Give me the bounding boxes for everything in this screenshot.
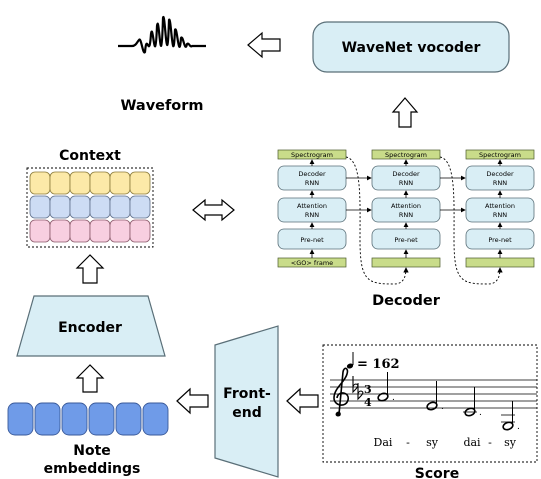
go-frame-label: <GO> frame (291, 259, 333, 267)
score-sheet: . . . . (322, 344, 538, 463)
decoder-column-2: Spectrogram Decoder RNN Attention RNN Pr… (371, 149, 441, 268)
decoder-rnn-label-3b: RNN (493, 179, 507, 187)
note-embeddings-label-2: embeddings (44, 461, 141, 477)
note-4 (501, 401, 515, 431)
prenet-label-3: Pre-net (488, 236, 512, 244)
frontend-box (214, 325, 279, 478)
lyric-5: - (488, 436, 492, 449)
spectrogram-label-3: Spectrogram (479, 151, 521, 159)
tempo-marking: = 162 (357, 357, 400, 372)
frontend-label-1: Front- (223, 386, 271, 402)
note-1 (377, 372, 389, 402)
attention-rnn-label-1b: RNN (305, 211, 319, 219)
decoder-rnn-label-2a: Decoder (392, 170, 420, 178)
note-3 (463, 387, 477, 417)
arrow-wavenet-to-waveform (247, 31, 281, 59)
prenet-label-2: Pre-net (394, 236, 418, 244)
attention-rnn-label-3a: Attention (485, 202, 515, 210)
decoder-rnn-label-1b: RNN (305, 179, 319, 187)
lyric-1: Dai (374, 436, 393, 449)
arrow-frontend-to-embeddings (176, 387, 209, 415)
waveform-label: Waveform (120, 98, 203, 114)
score-label: Score (415, 466, 459, 479)
encoder-label: Encoder (58, 320, 122, 336)
dot-1: . (392, 393, 395, 403)
decoder-rnn-label-2b: RNN (399, 179, 413, 187)
arrow-encoder-to-context (75, 254, 105, 284)
decoder-rnn-label-3a: Decoder (486, 170, 514, 178)
feedback-curve-2 (439, 156, 503, 285)
feedback-curve-1 (345, 156, 409, 285)
wavenet-vocoder-label: WaveNet vocoder (342, 40, 481, 56)
context-grid (26, 167, 154, 248)
arrow-embeddings-to-encoder (75, 364, 105, 393)
treble-clef-icon (333, 367, 349, 417)
arrow-decoder-to-wavenet (391, 97, 419, 128)
waveform-icon (118, 15, 206, 54)
wavenet-vocoder-box (312, 21, 510, 73)
time-signature-top: 3 (364, 383, 372, 396)
prenet-label-1: Pre-net (300, 236, 324, 244)
decoder-rnn-label-1a: Decoder (298, 170, 326, 178)
lyric-4: dai (463, 436, 481, 449)
note-embeddings (7, 402, 169, 436)
context-label: Context (59, 148, 121, 164)
frontend-label-2: end (232, 405, 261, 421)
lyric-3: sy (426, 436, 439, 449)
attention-rnn-label-3b: RNN (493, 211, 507, 219)
decoder-column-3: Spectrogram Decoder RNN Attention RNN Pr… (465, 149, 535, 268)
attention-rnn-label-2b: RNN (399, 211, 413, 219)
dot-2: . (441, 402, 444, 412)
arrow-context-decoder (192, 198, 235, 222)
spectrogram-label-2: Spectrogram (385, 151, 427, 159)
decoder-label: Decoder (372, 293, 441, 309)
arrow-score-to-frontend (286, 387, 319, 415)
decoder-column-1: Spectrogram Decoder RNN Attention RNN Pr… (277, 149, 347, 268)
spectrogram-label-1: Spectrogram (291, 151, 333, 159)
lyric-6: sy (504, 436, 517, 449)
decoder-network: Spectrogram Decoder RNN Attention RNN Pr… (277, 149, 535, 285)
note-embeddings-label-1: Note (73, 443, 111, 459)
lyric-2: - (406, 436, 410, 449)
note-2 (426, 381, 438, 411)
dot-3: . (479, 408, 482, 418)
key-signature-flats (352, 376, 364, 401)
dot-4: . (517, 422, 520, 432)
attention-rnn-label-1a: Attention (297, 202, 327, 210)
attention-rnn-label-2a: Attention (391, 202, 421, 210)
time-signature-bottom: 4 (364, 396, 372, 409)
quarter-note-icon (346, 352, 354, 369)
encoder-box (16, 295, 166, 357)
